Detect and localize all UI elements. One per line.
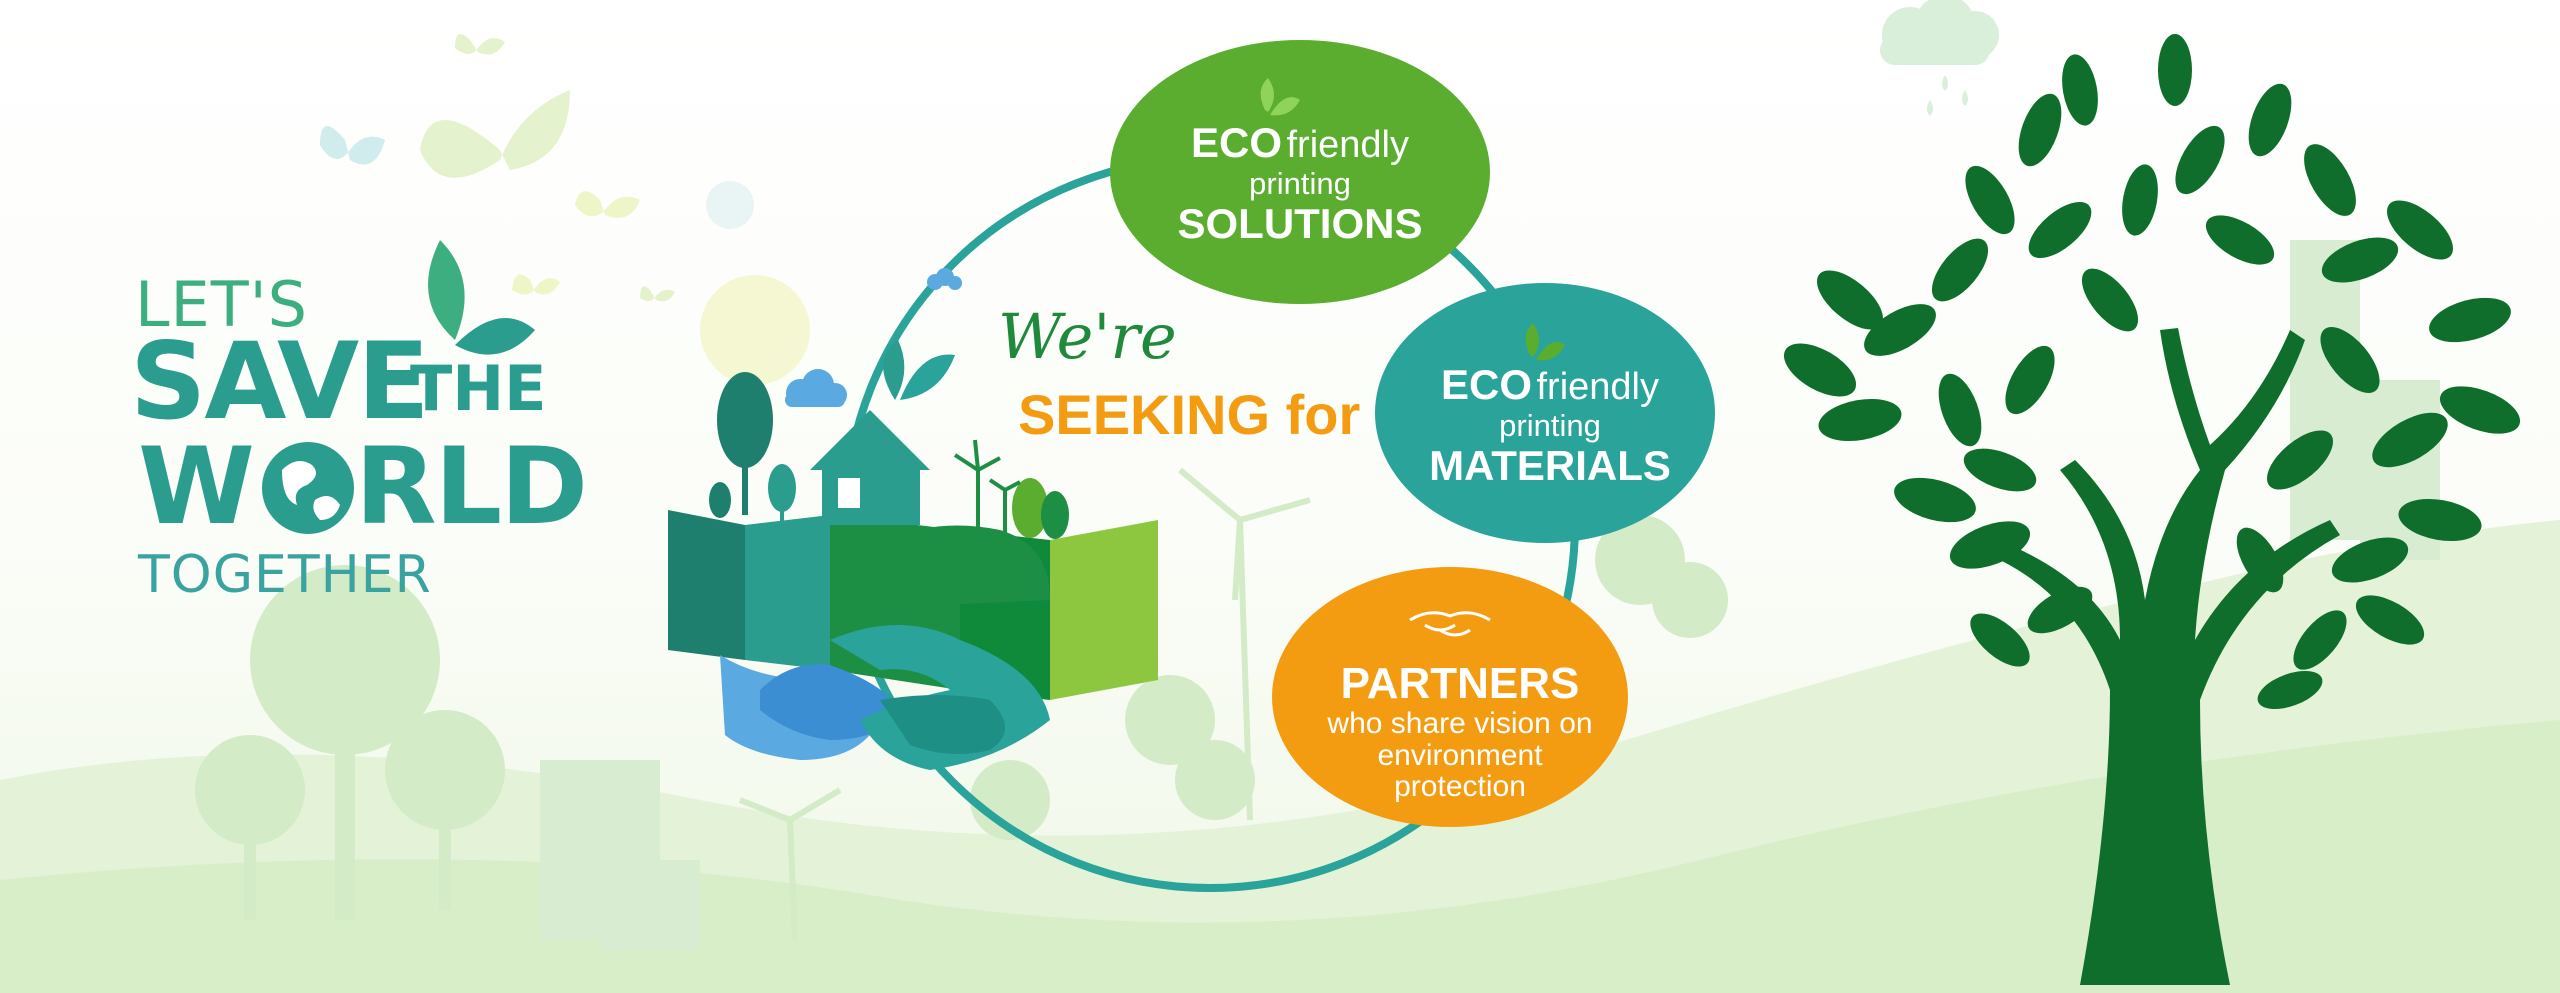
were-heading: We're xyxy=(998,300,1177,373)
leaf-icon xyxy=(428,240,535,355)
cloud-icon xyxy=(1880,0,1999,116)
bubble-printing-label: printing xyxy=(1499,407,1601,443)
slogan-w: W xyxy=(138,425,255,548)
bubble-partners-text: PARTNERS who share vision on environment… xyxy=(1290,659,1630,804)
bubble-printing-label: printing xyxy=(1249,165,1351,201)
slogan-the: THE xyxy=(410,352,547,425)
bubble-title: MATERIALS xyxy=(1429,441,1671,489)
bubble-title: PARTNERS xyxy=(1340,659,1580,708)
tree-leaves xyxy=(1783,34,2521,710)
eco-city-illustration xyxy=(668,268,1158,770)
bubble-partners xyxy=(1272,567,1628,827)
cloud-icon xyxy=(785,268,962,407)
bubble-eco-label: ECO xyxy=(1191,119,1283,166)
bubble-line-3: protection xyxy=(1394,770,1526,804)
bubble-friendly-label: friendly xyxy=(1536,366,1659,408)
slogan-save: SAVE xyxy=(130,320,430,443)
butterfly-icon xyxy=(320,34,675,302)
wind-turbine-icon xyxy=(738,467,1311,941)
handshake-icon xyxy=(720,625,1050,770)
bubble-friendly-label: friendly xyxy=(1286,124,1409,166)
bubble-materials xyxy=(1375,283,1715,543)
slogan-together: TOGETHER xyxy=(138,545,432,605)
leaf-icon xyxy=(1525,323,1565,361)
sun-decoration xyxy=(700,275,810,385)
bubble-eco-label: ECO xyxy=(1441,361,1533,408)
seeking-heading: SEEKING for xyxy=(1018,383,1361,446)
slogan-lets: LET'S xyxy=(135,268,308,341)
bubble-title: SOLUTIONS xyxy=(1177,199,1423,247)
bubble-line-1: who share vision on xyxy=(1327,707,1593,741)
handshake-icon xyxy=(1409,611,1491,637)
tree-icon xyxy=(1783,34,2521,985)
bubble-line-2: environment xyxy=(1377,738,1543,772)
globe-icon xyxy=(262,442,354,534)
bubble-decoration xyxy=(706,181,754,229)
slogan-rld: RLD xyxy=(355,425,588,548)
bubble-solutions xyxy=(1110,40,1490,304)
house-icon xyxy=(810,410,930,525)
background-tree-icon xyxy=(195,515,1728,920)
leaf-icon xyxy=(1260,78,1300,116)
city-silhouette xyxy=(540,240,2440,950)
bubble-materials-text: ECO friendly printing MATERIALS xyxy=(1380,361,1720,489)
bubble-solutions-text: ECO friendly printing SOLUTIONS xyxy=(1130,119,1470,247)
